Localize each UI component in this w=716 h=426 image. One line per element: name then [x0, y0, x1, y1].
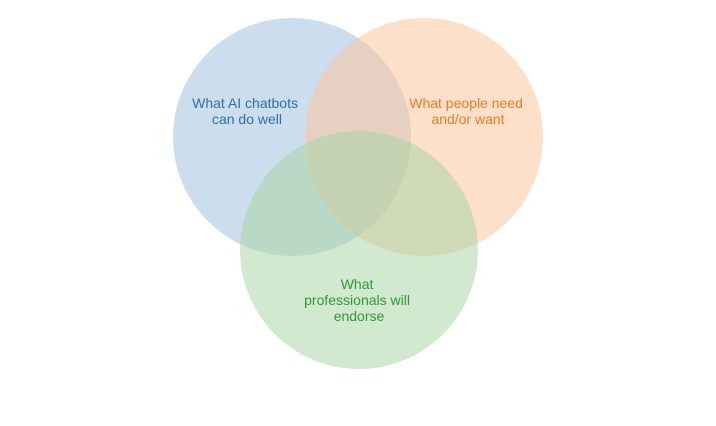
- people-needs-label: What people need and/or want: [409, 95, 527, 127]
- venn-circles: [173, 18, 543, 369]
- ai-capabilities-label-line: can do well: [212, 111, 282, 127]
- professional-endorsement-label-line: endorse: [334, 308, 385, 324]
- ai-capabilities-label: What AI chatbots can do well: [192, 95, 302, 127]
- professional-endorsement-label-line: professionals will: [304, 292, 410, 308]
- professional-endorsement-label: What professionals will endorse: [304, 276, 414, 324]
- people-needs-label-line: and/or want: [431, 111, 504, 127]
- professional-endorsement-label-line: What: [341, 276, 374, 292]
- ai-capabilities-label-line: What AI chatbots: [192, 95, 298, 111]
- professional-endorsement-circle: [240, 131, 478, 369]
- people-needs-label-line: What people need: [409, 95, 523, 111]
